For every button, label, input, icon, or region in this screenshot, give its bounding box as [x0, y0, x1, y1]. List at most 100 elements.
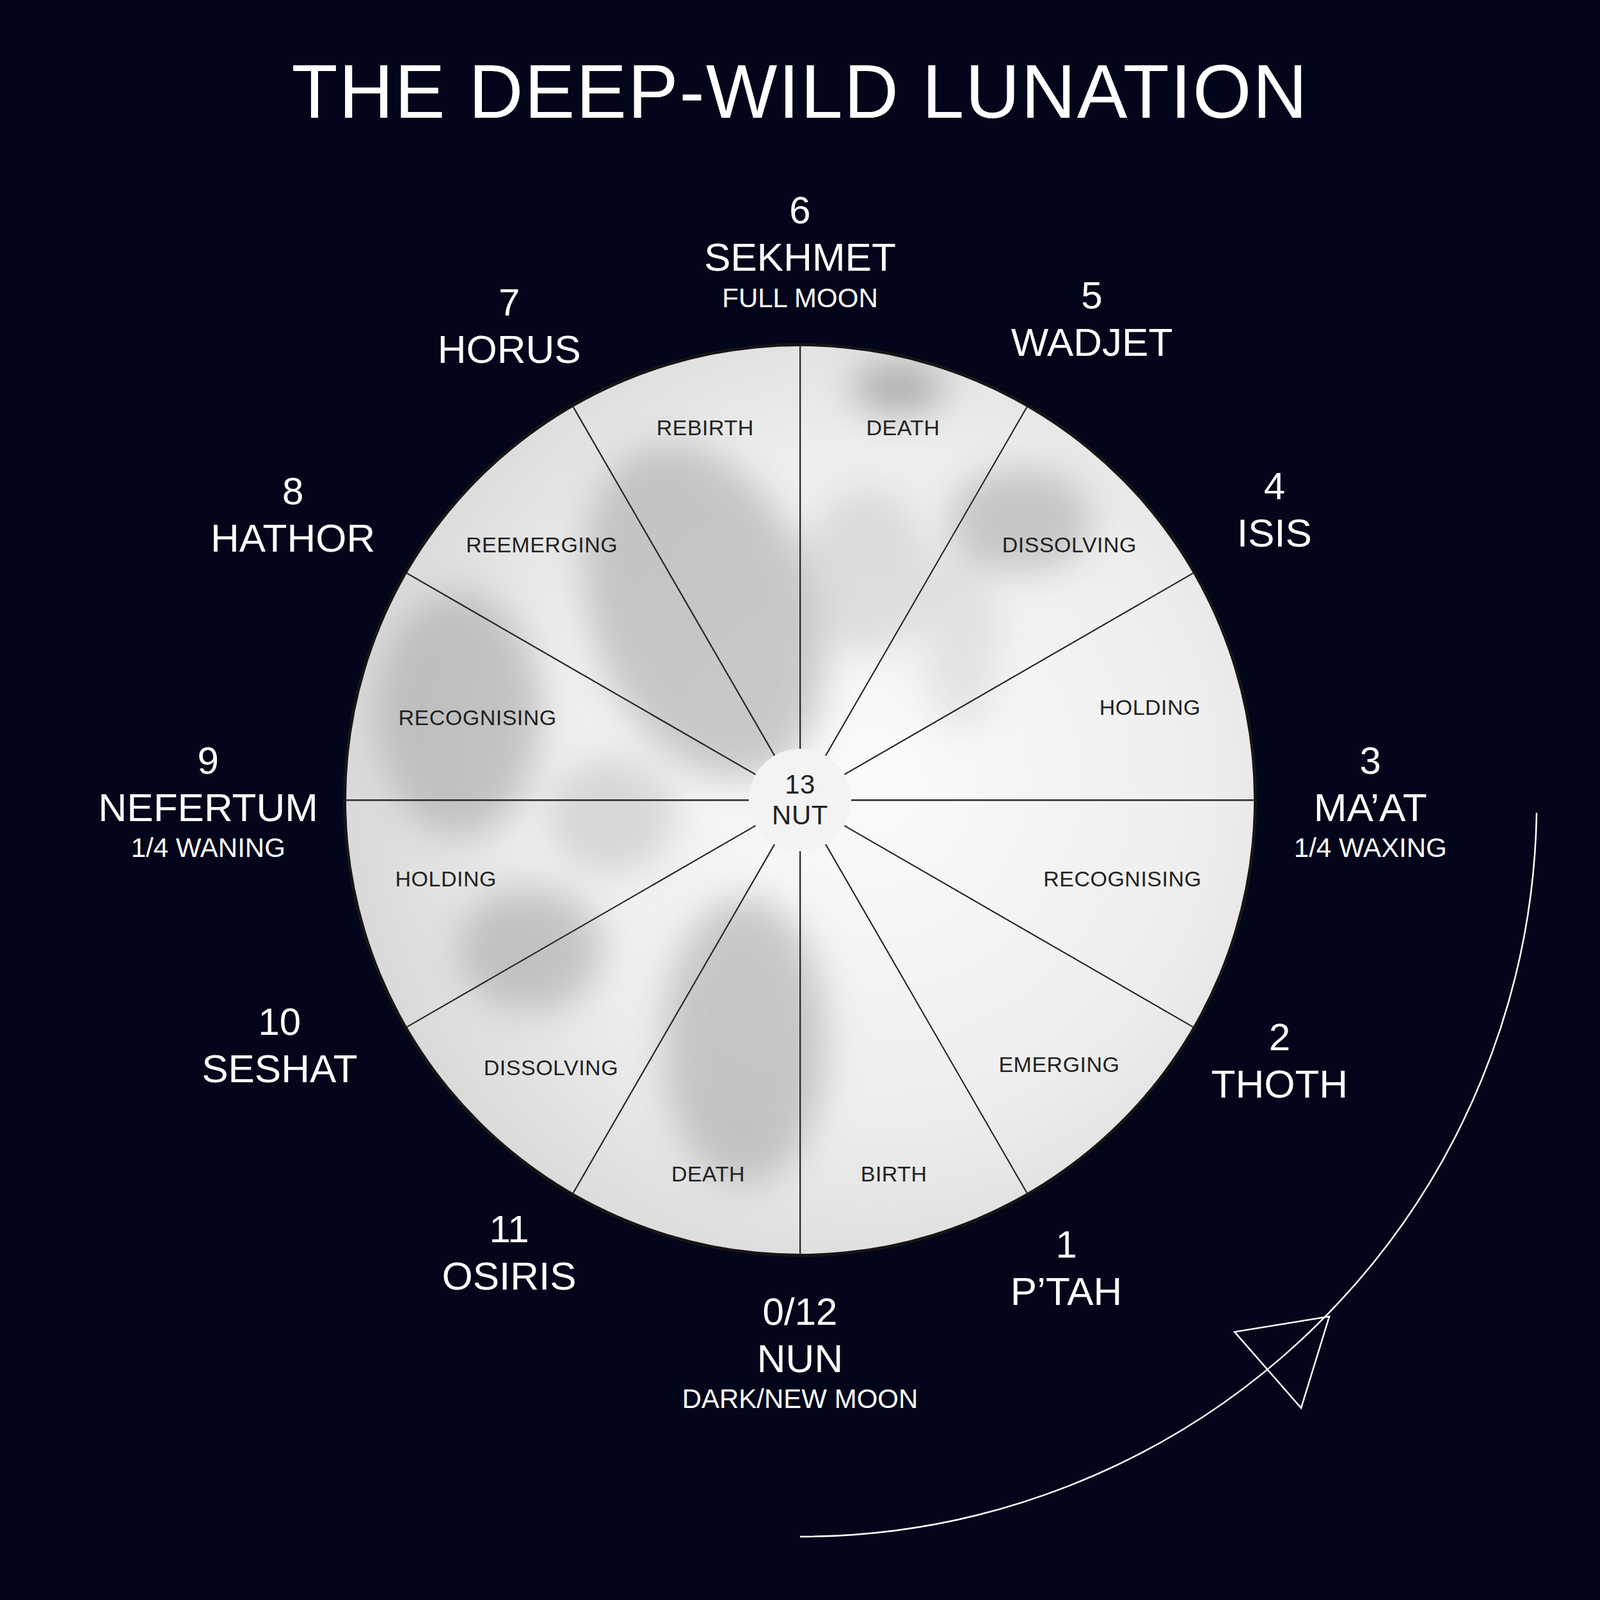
phase-label-group: 8HATHOR — [210, 468, 376, 562]
deity-name: SESHAT — [201, 1045, 358, 1093]
phase-note: DARK/NEW MOON — [682, 1382, 919, 1417]
wedge-spoke — [844, 573, 1193, 776]
wedge-spoke — [799, 346, 801, 749]
phase-number: 11 — [442, 1206, 577, 1253]
phase-number: 9 — [98, 737, 319, 784]
moon-mare — [548, 758, 677, 874]
phase-number: 7 — [437, 279, 582, 326]
node-text-wrap: DISSOLVING — [1002, 531, 1137, 559]
phase-wedge: DEATH — [800, 346, 1028, 756]
node-text-wrap: DISSOLVING — [483, 1054, 619, 1081]
wedge-outline — [844, 800, 1254, 1028]
deity-name: P’TAH — [1010, 1267, 1123, 1316]
wedge-spoke — [407, 572, 756, 775]
phase-label-group: 11OSIRIS — [442, 1206, 577, 1300]
node-text-wrap: DEATH — [865, 414, 940, 441]
cycle-arrow — [800, 812, 1537, 1537]
phase-number: 4 — [1237, 463, 1312, 510]
wedge-outline — [800, 844, 1028, 1254]
phase-number: 6 — [704, 187, 896, 234]
wedge-spoke — [573, 407, 776, 756]
centre-label: 13 — [771, 769, 829, 800]
centre-label: NUT — [771, 800, 829, 831]
node-text-wrap: BIRTH — [860, 1160, 928, 1187]
phase-label-group: 10SESHAT — [201, 999, 358, 1093]
deity-name: NEFERTUM — [98, 783, 319, 831]
wedge-label: REBIRTH — [656, 414, 754, 441]
phase-wedge: RECOGNISING — [844, 800, 1254, 1028]
phase-wedge: BIRTH — [800, 844, 1028, 1254]
moon-maria-blur — [376, 362, 1092, 1184]
moon-mare — [803, 488, 932, 655]
wedge-label: HOLDING — [395, 865, 497, 892]
wedge-spoke — [851, 799, 1254, 801]
wedge-outline — [346, 573, 756, 801]
wedge-spoke — [825, 844, 1028, 1193]
wedge-outline — [573, 844, 801, 1254]
title-wrap: THE DEEP-WILD LUNATION — [0, 48, 1600, 136]
node-text-wrap: HOLDING — [1099, 694, 1201, 721]
moon-mare — [851, 362, 944, 414]
wedge-outline — [407, 825, 775, 1193]
phase-label-group: 3MA’AT1/4 WAXING — [1294, 737, 1448, 865]
phase-note: FULL MOON — [704, 280, 896, 315]
wedge-label: EMERGING — [998, 1051, 1120, 1078]
wedge-spoke — [346, 799, 749, 801]
phase-label-group: 4ISIS — [1237, 463, 1312, 557]
wedge-spoke — [844, 825, 1193, 1028]
wedge-spoke — [799, 346, 801, 749]
phase-wedge: DISSOLVING — [825, 407, 1193, 775]
phase-wedge: DISSOLVING — [407, 825, 775, 1193]
wedge-spoke — [825, 407, 1028, 756]
wedge-spoke — [407, 573, 756, 776]
wedge-spoke — [572, 407, 775, 756]
wedge-spoke — [825, 407, 1028, 756]
moon-maria — [376, 362, 1092, 1184]
node-text-wrap: DEATH — [671, 1160, 745, 1187]
wedge-spoke — [407, 825, 756, 1028]
node-text-wrap: RECOGNISING — [398, 704, 557, 731]
wedge-label: RECOGNISING — [1043, 865, 1202, 892]
phase-label-group: 7HORUS — [437, 279, 582, 374]
phase-label-group: 0/12NUNDARK/NEW MOON — [682, 1288, 919, 1416]
deity-name: THOTH — [1211, 1060, 1349, 1108]
phase-label-group: 5WADJET — [1011, 272, 1174, 367]
deity-name: OSIRIS — [442, 1252, 577, 1300]
phase-label-group: 6SEKHMETFULL MOON — [704, 187, 896, 315]
phase-number: 0/12 — [682, 1288, 919, 1335]
node-text-wrap: REEMERGING — [465, 531, 618, 559]
phase-wedge: HOLDING — [844, 573, 1254, 801]
wedge-spoke — [844, 572, 1193, 775]
cycle-arrowhead — [1234, 1316, 1330, 1408]
wedge-label: DISSOLVING — [1002, 531, 1137, 559]
phase-number: 10 — [201, 999, 358, 1046]
phase-note: 1/4 WANING — [98, 831, 319, 866]
node-text-wrap: 13NUT — [771, 769, 829, 832]
wedge-label: DEATH — [671, 1160, 745, 1187]
wedge-spoke — [825, 844, 1028, 1193]
phase-number: 8 — [210, 468, 376, 515]
wedge-outline — [825, 407, 1193, 775]
deity-name: HORUS — [437, 325, 582, 374]
phase-number: 1 — [1010, 1221, 1123, 1268]
wedge-label: RECOGNISING — [398, 704, 557, 731]
phase-label-group: 2THOTH — [1211, 1014, 1349, 1108]
wedge-spoke — [799, 851, 801, 1254]
moon-mare — [921, 550, 999, 730]
moon-mare — [458, 887, 603, 1011]
moon-disc — [346, 346, 1254, 1254]
diagram-title: THE DEEP-WILD LUNATION — [291, 48, 1309, 136]
deity-name: SEKHMET — [704, 233, 896, 281]
node-text-wrap: EMERGING — [998, 1051, 1120, 1078]
deity-name: HATHOR — [210, 514, 376, 562]
wedge-spoke — [346, 799, 749, 801]
phase-wedge: HOLDING — [346, 800, 756, 1028]
wedge-spoke — [407, 825, 756, 1028]
deity-name: MA’AT — [1294, 783, 1448, 831]
phase-number: 3 — [1294, 737, 1448, 784]
node-text-wrap: RECOGNISING — [1043, 865, 1202, 892]
deity-name: WADJET — [1011, 318, 1174, 367]
phase-label-group: 1P’TAH — [1010, 1221, 1123, 1316]
phase-note: 1/4 WAXING — [1294, 831, 1448, 866]
wedge-spoke — [572, 844, 775, 1193]
